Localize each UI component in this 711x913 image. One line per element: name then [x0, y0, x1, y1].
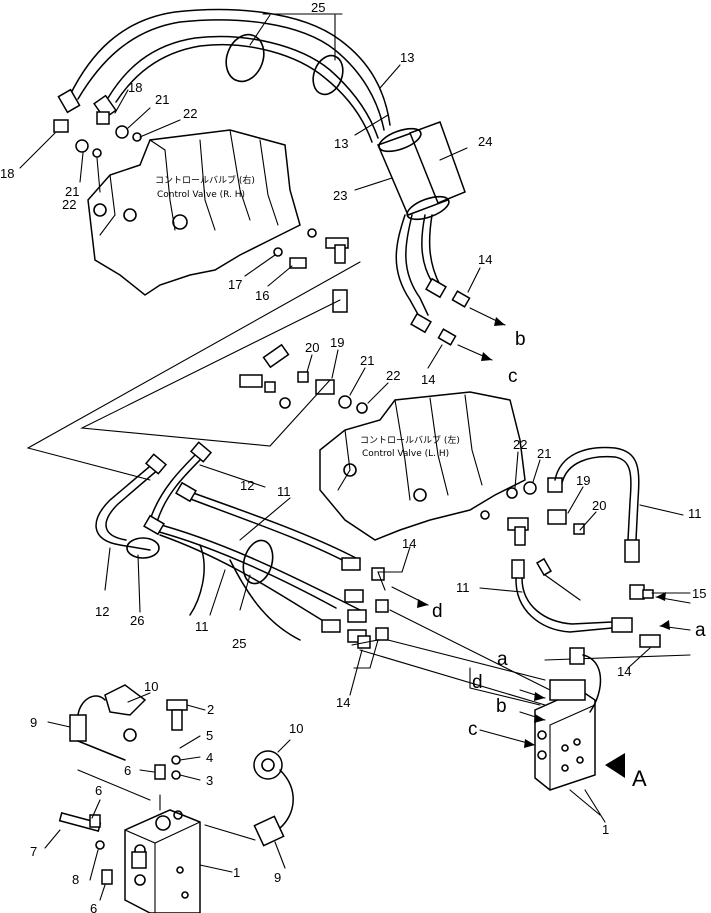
port-letter-b-block: b [496, 696, 507, 717]
callout-20-mid: 20 [305, 340, 319, 355]
callout-9-right: 9 [274, 870, 281, 885]
control-valve-left: コントロールバルブ (左) Control Valve (L. H) [319, 391, 529, 546]
callout-1-right: 1 [602, 822, 609, 837]
callout-1-left: 1 [233, 865, 240, 880]
upper-left-fittings [53, 111, 142, 158]
guide-lines [26, 261, 361, 481]
callout-18-top: 18 [128, 80, 142, 95]
valve-right-label-jp: コントロールバルブ (右) [155, 174, 255, 186]
callout-10-left: 10 [144, 679, 158, 694]
callout-5: 5 [206, 728, 213, 743]
callout-13-top: 13 [400, 50, 414, 65]
callout-14-mid: 14 [421, 372, 435, 387]
hose-bundle-13 [57, 8, 506, 361]
valve-block-right [479, 647, 625, 816]
callout-11-mid: 11 [277, 484, 291, 499]
callout-25-lower: 25 [232, 636, 246, 651]
callout-6-mid: 6 [124, 763, 131, 778]
callout-9-left: 9 [30, 715, 37, 730]
callout-11-bottom: 11 [195, 619, 209, 634]
callout-13-left: 13 [334, 136, 348, 151]
callout-7: 7 [30, 844, 37, 859]
callout-6-upper: 6 [95, 783, 102, 798]
callout-14-right: 14 [617, 664, 631, 679]
valve-left-right-fittings [506, 446, 691, 604]
valve-right-fittings [273, 228, 349, 313]
callout-23: 23 [333, 188, 347, 203]
valve-left-label-jp: コントロールバルブ (左) [360, 434, 460, 446]
view-a-label: A [632, 766, 647, 791]
valve-block-lower-left [58, 699, 201, 913]
callout-16: 16 [255, 288, 269, 303]
callout-6-bottom: 6 [90, 901, 97, 913]
callout-21-top: 21 [155, 92, 169, 107]
callout-12-lower: 12 [95, 604, 109, 619]
port-letter-a-block: a [497, 649, 508, 670]
leader-lines [19, 13, 691, 901]
port-letter-c-upper: c [508, 366, 518, 387]
callout-19-right: 19 [576, 473, 590, 488]
callout-15: 15 [692, 586, 706, 601]
port-letter-a-right: a [695, 620, 706, 641]
callout-14-upper: 14 [478, 252, 492, 267]
callout-12-mid: 12 [240, 478, 254, 493]
callout-2: 2 [207, 702, 214, 717]
callout-25-top: 25 [311, 0, 325, 15]
callout-22-left: 22 [62, 197, 76, 212]
callout-26: 26 [130, 613, 144, 628]
port-letter-b-upper: b [515, 329, 526, 350]
lower-hose-bundle [95, 441, 546, 706]
callout-14-bottom: 14 [336, 695, 350, 710]
block-guide-lines [389, 609, 691, 706]
valve-left-label-en: Control Valve (L. H) [362, 449, 449, 459]
callout-20-right: 20 [592, 498, 606, 513]
callout-3: 3 [206, 773, 213, 788]
callout-21-left: 21 [65, 184, 79, 199]
callout-11-right: 11 [688, 506, 702, 521]
callout-14-d: 14 [402, 536, 416, 551]
callout-10-right: 10 [289, 721, 303, 736]
callout-24: 24 [478, 134, 492, 149]
callout-8: 8 [72, 872, 79, 887]
middle-fittings [239, 343, 368, 414]
hose-11-lower [511, 557, 691, 648]
valve-right-label-en: Control Valve (R. H) [157, 190, 245, 200]
callout-22-right: 22 [513, 437, 527, 452]
callout-18-left: 18 [0, 166, 14, 181]
callout-22-top: 22 [183, 106, 197, 121]
callout-11-lower: 11 [456, 580, 470, 595]
port-letter-d-block: d [472, 672, 483, 693]
sensors [69, 684, 294, 847]
port-letter-d-mid: d [432, 601, 443, 622]
callout-17: 17 [228, 277, 242, 292]
control-valve-right: コントロールバルブ (右) Control Valve (R. H) [87, 129, 301, 296]
port-letters: b c d a a d b c [432, 329, 706, 740]
callout-21-mid: 21 [360, 353, 374, 368]
callout-22-mid: 22 [386, 368, 400, 383]
callout-4: 4 [206, 750, 213, 765]
port-letter-c-block: c [468, 719, 478, 740]
callout-21-right: 21 [537, 446, 551, 461]
callout-19-mid: 19 [330, 335, 344, 350]
